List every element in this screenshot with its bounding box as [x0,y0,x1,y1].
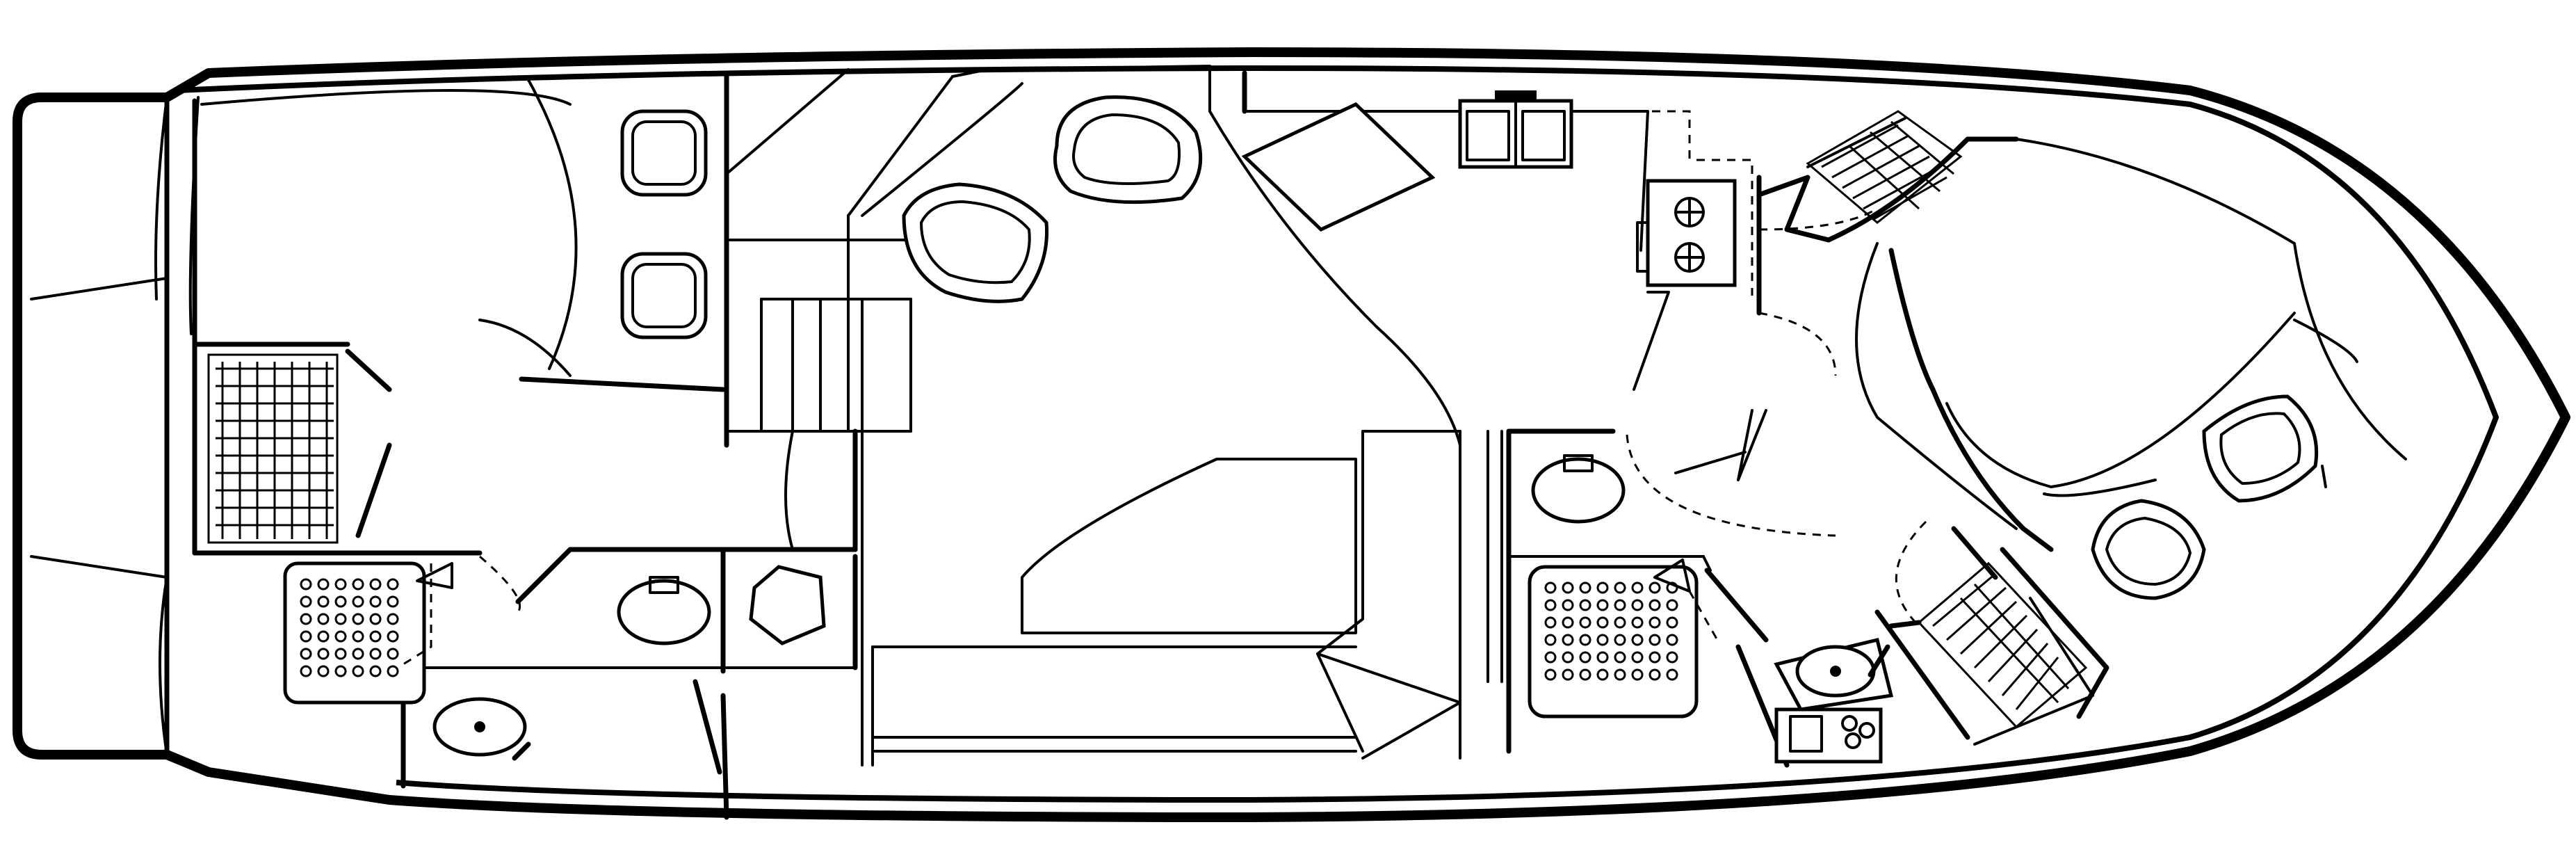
forward-head [1506,207,1894,768]
aft-chair-2 [620,252,708,339]
fwd-pillow-1 [2091,499,2206,600]
fwd-locker-grate-lower [1917,561,2088,729]
salon-chair-1 [1053,95,1203,204]
fwd-locker-grate-upper [1806,110,1963,224]
galley-counter-board [1241,102,1436,232]
forward-sink [1774,637,1894,712]
salon-settee [1021,430,1503,760]
forward-stateroom [1756,110,2407,746]
galley-stove [1636,179,1737,287]
forward-toilet [1531,454,1626,524]
aft-locker-grate [207,353,339,544]
aft-toilet [617,576,711,645]
fwd-pillow-2 [2202,394,2319,503]
salon-chair-2 [902,182,1049,303]
galley [1241,70,1762,434]
salon [720,65,1503,766]
aft-sink [432,697,531,761]
aft-stateroom [192,70,729,556]
salon-small-chair [749,565,826,645]
galley-sink [1458,90,1573,169]
aft-shower [283,561,426,705]
forward-vanity [1774,707,1883,764]
forward-shower [1528,565,1699,718]
aft-head [192,547,729,820]
aft-chair-1 [620,109,708,197]
